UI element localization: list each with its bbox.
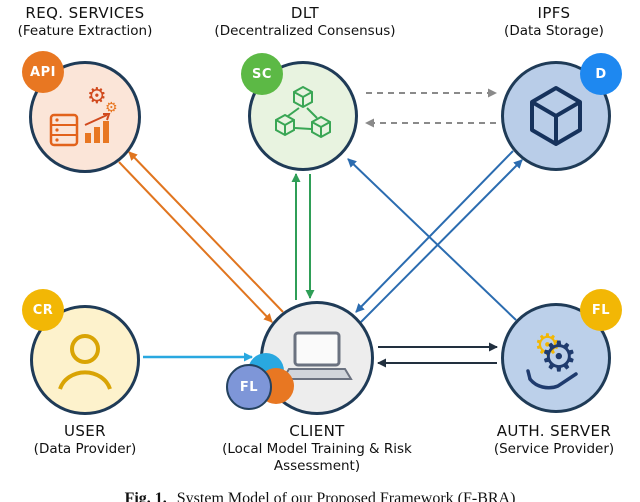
svg-text:⚙: ⚙ [87, 84, 107, 109]
edge-auth-to-dlt [347, 158, 517, 321]
dlt-subtitle: (Decentralized Consensus) [214, 22, 396, 39]
user-subtitle: (Data Provider) [33, 440, 137, 457]
label-req-services: REQ. SERVICES (Feature Extraction) [0, 4, 170, 40]
gear-hand-icon: ⚙ ⚙ [526, 328, 578, 390]
badge-api: API [22, 51, 64, 93]
svg-text:⚙: ⚙ [540, 332, 578, 381]
label-ipfs: IPFS (Data Storage) [468, 4, 640, 40]
req-services-subtitle: (Feature Extraction) [17, 22, 153, 39]
user-title: USER [63, 422, 106, 440]
edge-ipfs-to-client [355, 150, 514, 313]
svg-text:⚙: ⚙ [105, 100, 118, 116]
ipfs-title: IPFS [537, 4, 571, 22]
person-icon [58, 334, 112, 390]
label-user: USER (Data Provider) [10, 422, 160, 458]
auth-server-subtitle: (Service Provider) [493, 440, 615, 457]
badge-fl-client: FL [226, 364, 272, 410]
badge-sc: SC [241, 53, 283, 95]
badge-fl-auth: FL [580, 289, 622, 331]
edge-client-to-ipfs [360, 159, 523, 323]
label-auth-server: AUTH. SERVER (Service Provider) [468, 422, 640, 458]
figure-caption: Fig. 1. System Model of our Proposed Fram… [0, 490, 640, 502]
edge-req-to-client [118, 161, 273, 323]
ipfs-subtitle: (Data Storage) [504, 22, 604, 39]
caption-text: System Model of our Proposed Framework (… [176, 490, 516, 502]
badge-cr: CR [22, 289, 64, 331]
edge-client-to-req [128, 151, 284, 313]
req-services-title: REQ. SERVICES [25, 4, 145, 22]
laptop-icon [281, 331, 353, 380]
caption-fig-label: Fig. 1. [124, 490, 167, 502]
svg-text:⚙: ⚙ [534, 328, 561, 363]
badge-d: D [580, 53, 622, 95]
dlt-title: DLT [290, 4, 320, 22]
label-dlt: DLT (Decentralized Consensus) [198, 4, 412, 40]
client-subtitle: (Local Model Training & Risk Assessment) [222, 440, 412, 474]
auth-server-title: AUTH. SERVER [496, 422, 612, 440]
server-chart-gears-icon: ⚙ ⚙ [49, 84, 118, 147]
label-client: CLIENT (Local Model Training & Risk Asse… [212, 422, 422, 475]
blockchain-cubes-icon [275, 85, 331, 139]
client-title: CLIENT [289, 422, 345, 440]
cube-icon [530, 86, 582, 146]
